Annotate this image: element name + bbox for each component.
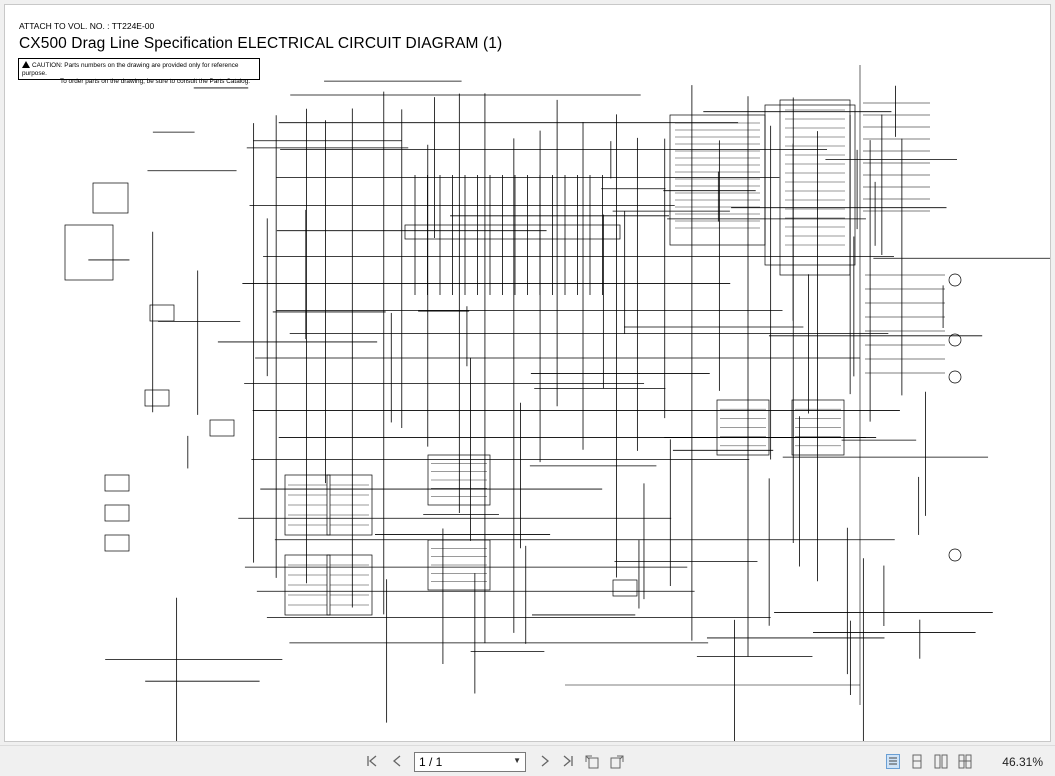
caution-box: CAUTION: Parts numbers on the drawing ar… bbox=[18, 58, 260, 85]
rotate-right-icon[interactable] bbox=[608, 752, 626, 770]
viewer-toolbar: 1 / 1 ▼ 46.31% bbox=[0, 745, 1055, 776]
two-page-view-icon[interactable] bbox=[934, 754, 948, 769]
chevron-down-icon: ▼ bbox=[513, 756, 521, 765]
caution-line-2: To order parts on the drawing, be sure t… bbox=[60, 78, 251, 85]
page-selector-value: 1 / 1 bbox=[419, 755, 443, 769]
rotate-left-icon[interactable] bbox=[583, 752, 601, 770]
page-title: CX500 Drag Line Specification ELECTRICAL… bbox=[19, 35, 503, 52]
previous-page-icon[interactable] bbox=[390, 752, 404, 770]
page-selector[interactable]: 1 / 1 ▼ bbox=[414, 752, 526, 772]
attach-volume-label: ATTACH TO VOL. NO. : TT224E-00 bbox=[19, 21, 155, 31]
warning-icon bbox=[22, 61, 30, 68]
first-page-icon[interactable] bbox=[364, 752, 380, 770]
next-page-icon[interactable] bbox=[538, 752, 552, 770]
caution-line-1: CAUTION: Parts numbers on the drawing ar… bbox=[22, 62, 239, 77]
continuous-view-icon[interactable] bbox=[910, 754, 924, 769]
two-page-continuous-view-icon[interactable] bbox=[958, 754, 972, 769]
zoom-level[interactable]: 46.31% bbox=[1002, 755, 1043, 769]
last-page-icon[interactable] bbox=[560, 752, 576, 770]
document-page: ATTACH TO VOL. NO. : TT224E-00 CX500 Dra… bbox=[4, 4, 1051, 742]
single-page-view-icon[interactable] bbox=[886, 754, 900, 769]
circuit-diagram bbox=[64, 65, 1050, 741]
